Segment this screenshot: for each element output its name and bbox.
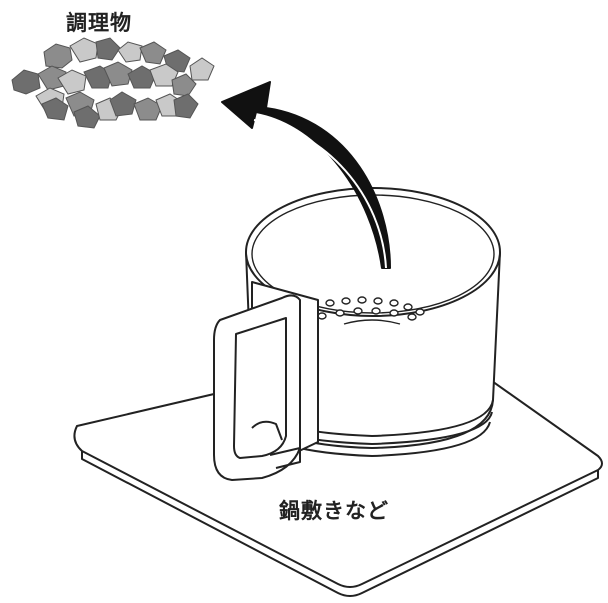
food-pieces-icon [11, 37, 215, 129]
pot-handle [213, 281, 319, 481]
pot-mat-label: 鍋敷きなど [279, 499, 389, 523]
food-label: 調理物 [66, 11, 132, 35]
curved-arrow-icon [221, 81, 391, 269]
